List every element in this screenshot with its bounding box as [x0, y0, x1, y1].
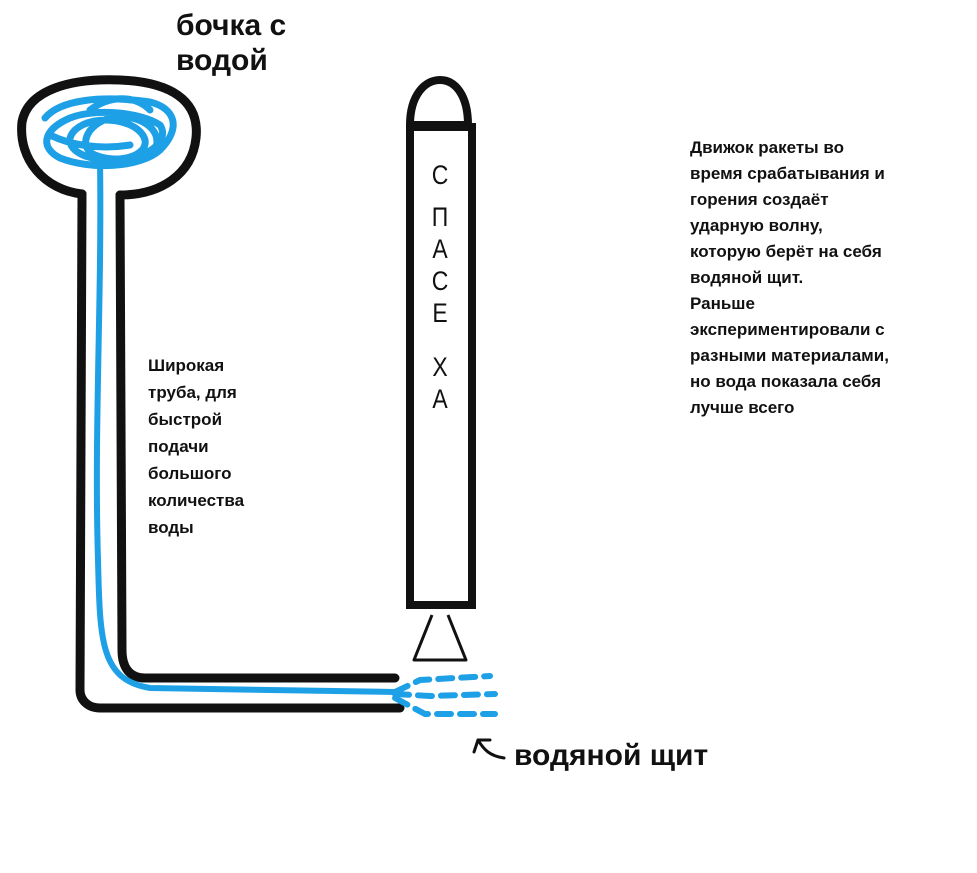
water-shield-spray: [392, 695, 498, 717]
rocket-nose: [406, 76, 472, 129]
water-shield-label: водяной щит: [514, 739, 709, 772]
barrel-label: бочка с водой: [176, 9, 287, 77]
shield-arrow: [476, 738, 506, 760]
engine-description: Движок ракеты во время срабатывания и го…: [690, 138, 889, 417]
water-shield-spray: [392, 691, 498, 700]
pipe-inner-wall: [115, 190, 400, 683]
rocket-letter: Е: [432, 298, 448, 328]
barrel-water: [41, 95, 177, 169]
rocket-letter: П: [431, 202, 449, 232]
arrow-head-icon: [472, 738, 492, 754]
rocket-letter: А: [432, 234, 448, 264]
rocket-letter: С: [431, 160, 449, 190]
pipe-description: Широкая труба, для быстрой подачи большо…: [148, 356, 245, 537]
rocket-body: [406, 123, 476, 609]
rocket-letter: А: [432, 384, 448, 414]
barrel-outline: [17, 75, 201, 200]
water-shield-spray: [392, 673, 493, 695]
pipe-water: [93, 157, 398, 695]
rocket-nozzle: [412, 614, 468, 662]
rocket-letter: Х: [432, 352, 448, 382]
rocket-letter: С: [431, 266, 449, 296]
pipe-outer-wall: [75, 189, 405, 713]
